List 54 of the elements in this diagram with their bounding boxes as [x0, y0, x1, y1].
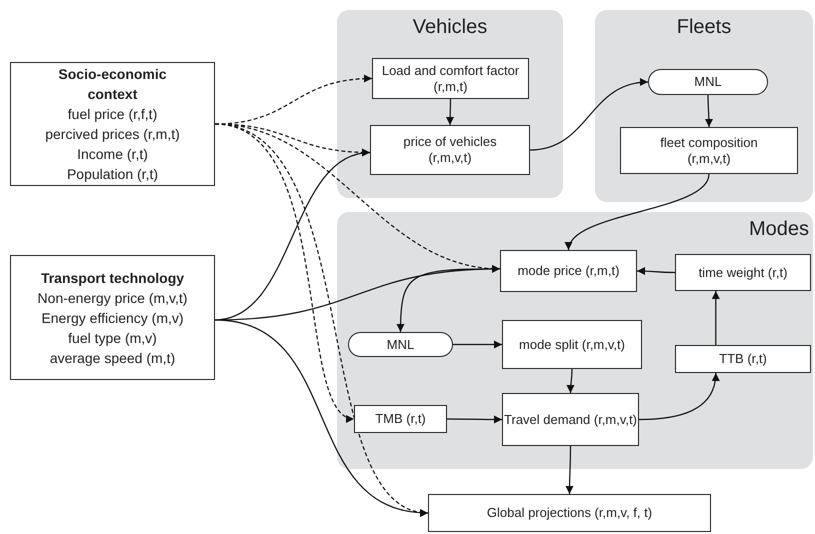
model-terminal	[648, 69, 768, 95]
arrow	[566, 446, 574, 494]
arrow	[567, 174, 710, 250]
arrow	[446, 99, 454, 125]
arrow	[704, 95, 713, 127]
box-text: Non-energy price (m,v,t)	[38, 288, 188, 308]
process-box	[502, 393, 639, 446]
box-text: mode split (r,m,v,t)	[519, 336, 625, 352]
arrow	[396, 268, 500, 332]
box-text: percived prices (r,m,t)	[45, 125, 180, 144]
arrow	[637, 267, 675, 276]
box-text: Global projections (r,m,v, f, t)	[486, 505, 652, 521]
box-text: price of vehicles (r,m,v,t)	[402, 134, 498, 166]
group-panel	[337, 10, 563, 198]
group-title: Modes	[748, 218, 809, 241]
output-box	[428, 494, 711, 532]
input-box	[10, 255, 215, 380]
arrow	[453, 340, 502, 348]
arrow	[530, 78, 648, 151]
box-text: average speed (m,t)	[50, 348, 176, 368]
process-box	[372, 58, 529, 99]
process-box	[500, 250, 637, 292]
box-text: fuel price (r,f,t)	[68, 105, 158, 124]
box-text: TMB (r,t)	[375, 411, 426, 427]
process-box	[354, 405, 447, 433]
model-terminal	[348, 332, 453, 357]
input-box	[10, 62, 215, 186]
group-panel	[337, 212, 813, 469]
box-heading: Transport technology	[40, 268, 184, 288]
box-text: Travel demand (r,m,v,t)	[504, 412, 637, 428]
box-text: MNL	[386, 336, 414, 352]
box-text: fleet composition (r,m,v,t)	[659, 134, 759, 166]
process-box	[502, 320, 642, 369]
arrow	[638, 372, 720, 420]
box-text: Income (r,t)	[77, 145, 148, 164]
arrow	[447, 416, 502, 424]
box-text: Load and comfort factor (r,m,t)	[380, 62, 520, 94]
arrow	[214, 319, 428, 516]
group-panel	[595, 10, 813, 202]
process-box	[675, 345, 811, 373]
box-text: time weight (r,t)	[698, 264, 788, 280]
box-text: Energy efficiency (m,v)	[41, 308, 184, 328]
box-text: fuel type (m,v)	[68, 328, 157, 348]
group-title: Fleets	[676, 16, 732, 39]
arrow	[566, 369, 575, 393]
box-text: MNL	[694, 74, 722, 90]
box-text: mode price (r,m,t)	[518, 263, 620, 279]
arrow	[712, 291, 720, 345]
process-box	[370, 125, 530, 175]
process-box	[675, 254, 811, 291]
box-text: TTB (r,t)	[719, 351, 767, 367]
process-box	[620, 127, 798, 174]
box-text: Population (r,t)	[66, 165, 158, 184]
group-title: Vehicles	[412, 16, 488, 39]
